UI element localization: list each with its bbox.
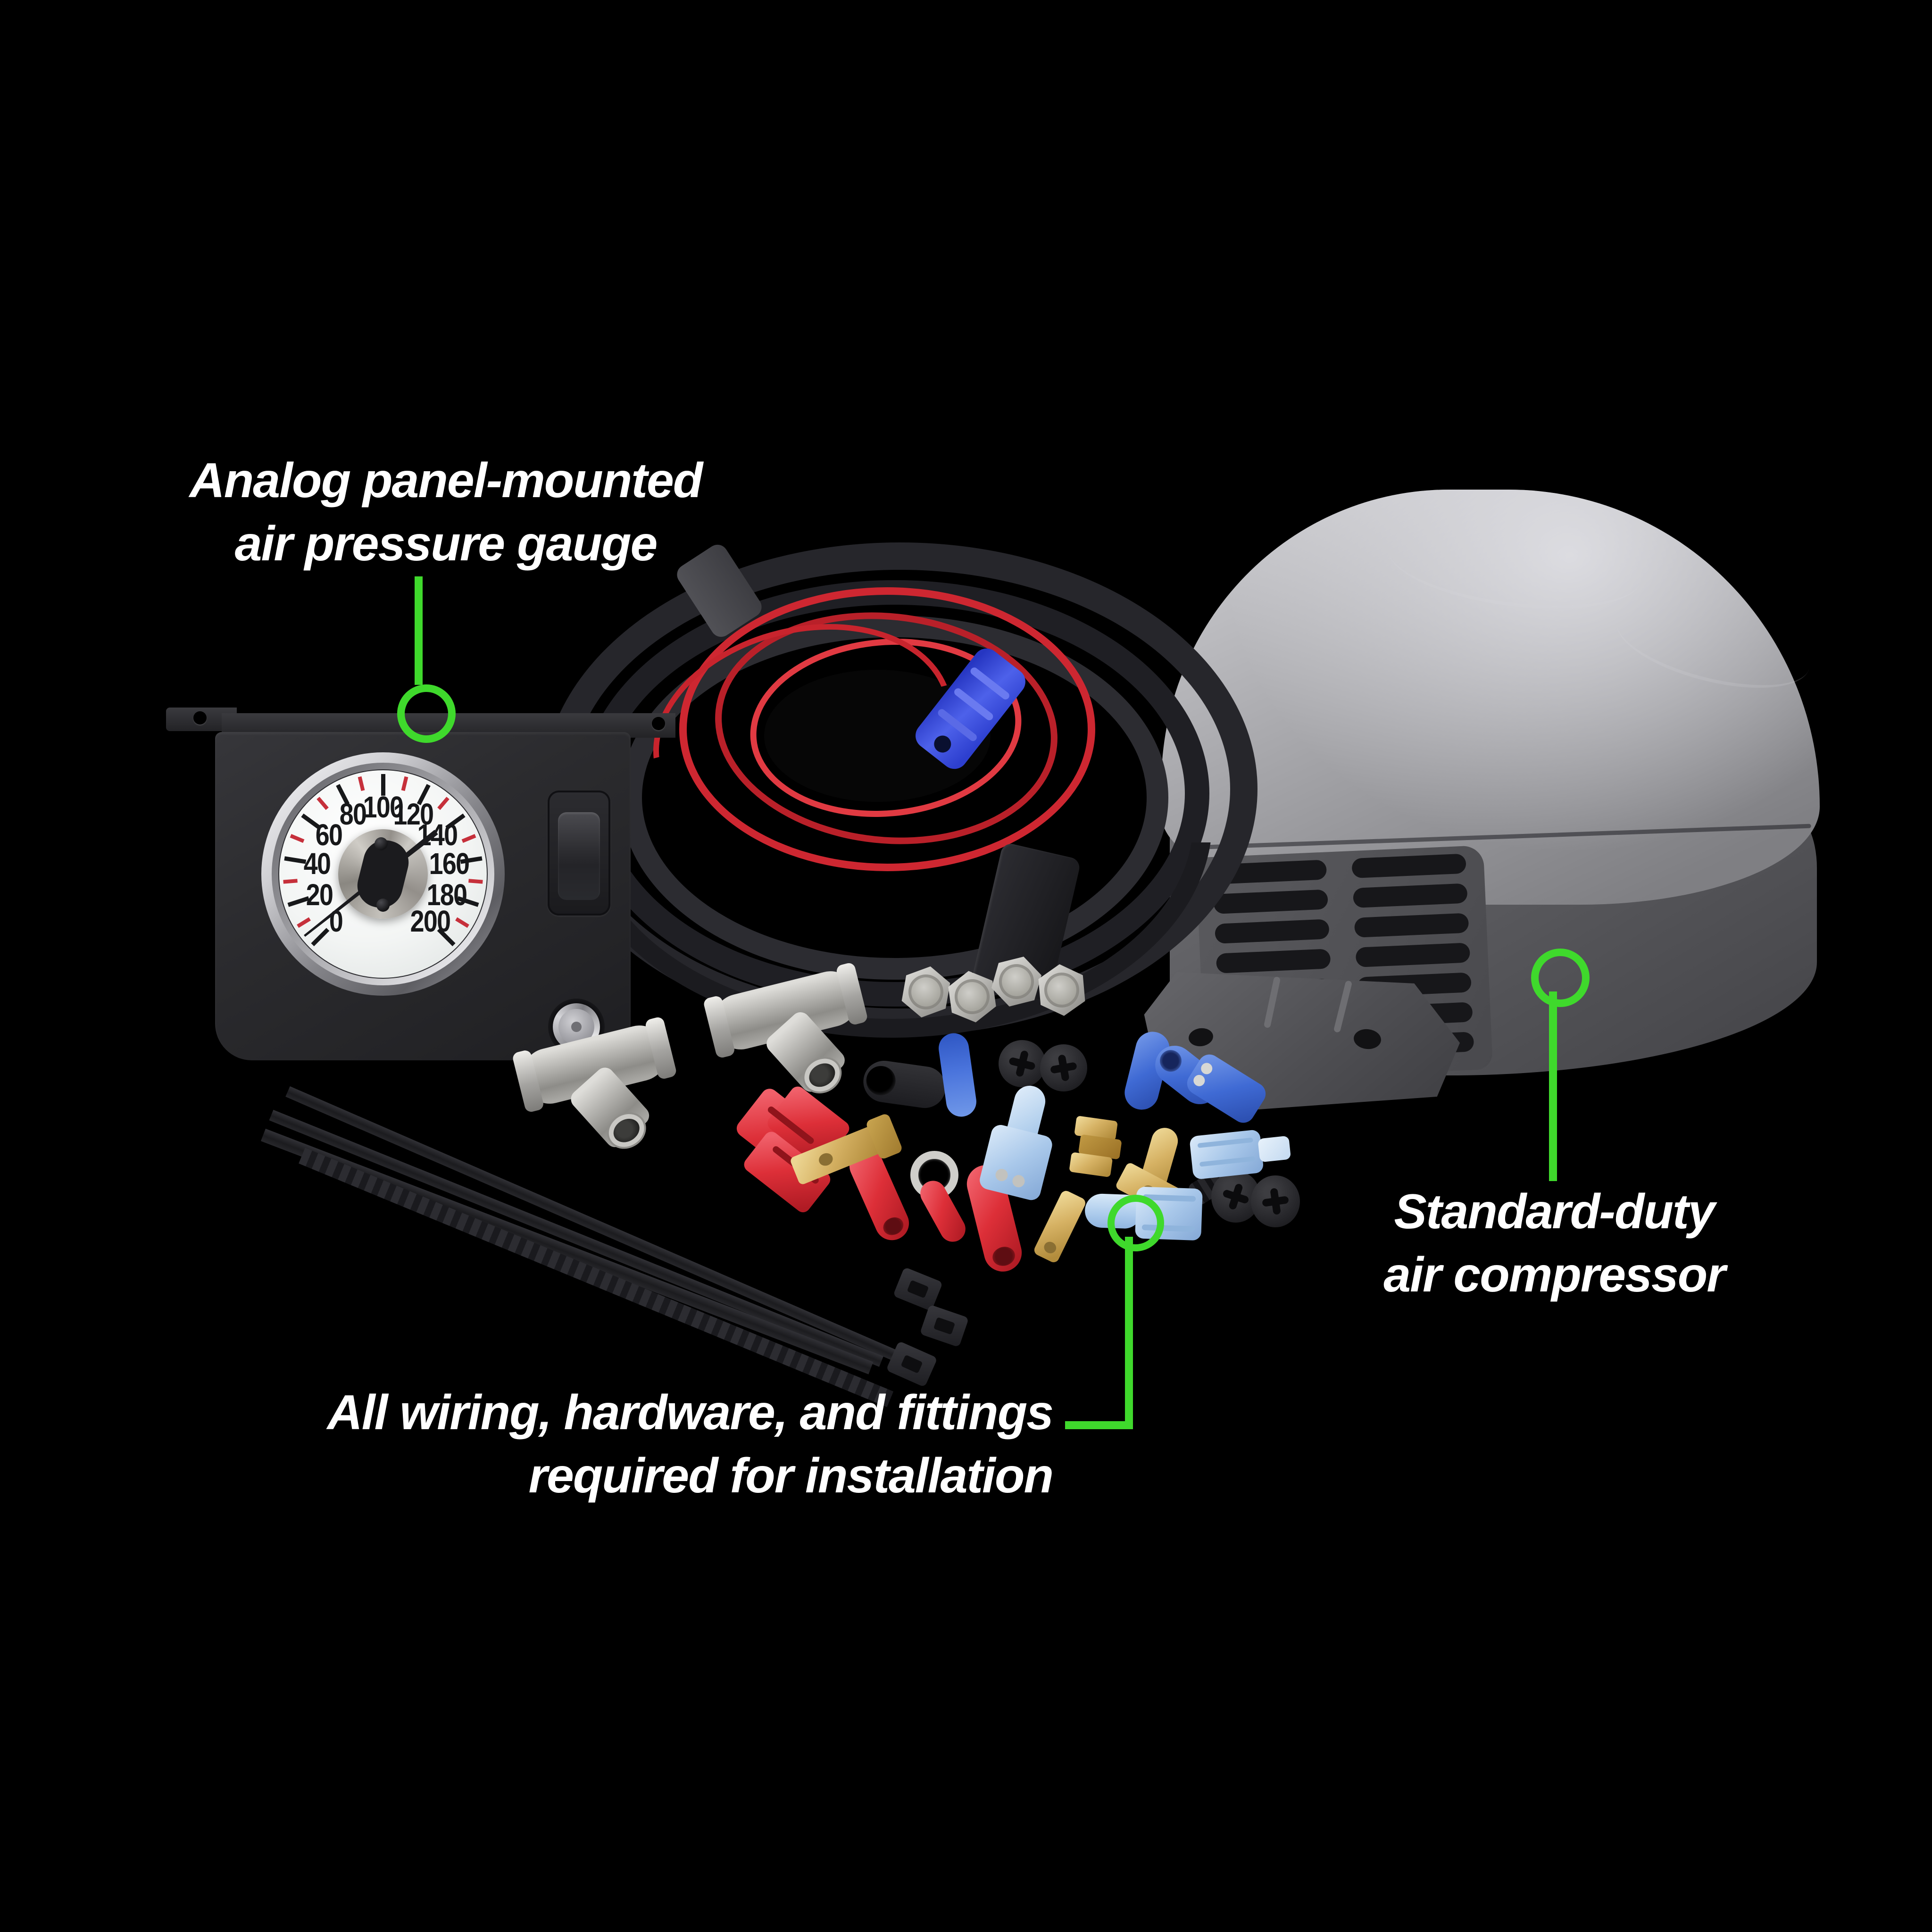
compressor-callout-leader-line [1549, 991, 1557, 1181]
gauge-minor-tick [316, 797, 329, 810]
blue-butt-connector [936, 1031, 979, 1119]
nylon-male-disconnect [1189, 1123, 1297, 1181]
gauge-dial-number: 120 [393, 797, 434, 832]
wiring-callout-ring-icon [1108, 1195, 1164, 1251]
vent-slot [1213, 889, 1328, 914]
zip-tie-head [886, 1341, 938, 1388]
dome-highlight [1161, 490, 1820, 905]
flange-mount-hole [193, 711, 207, 724]
gauge-dial-number: 100 [363, 790, 404, 824]
vent-slot [1215, 919, 1330, 944]
hub-screw [375, 837, 388, 850]
wiring-callout-line1: All wiring, hardware, and fittings [327, 1385, 1054, 1440]
gauge-dial-number: 160 [429, 846, 470, 881]
gauge-dial-number: 140 [417, 817, 458, 852]
wiring-callout-label: All wiring, hardware, and fittings requi… [264, 1381, 1054, 1507]
vent-slot [1351, 853, 1466, 879]
wiring-callout-line2: required for installation [528, 1449, 1054, 1503]
dome-crease-line [1608, 584, 1818, 705]
gauge-minor-tick [455, 917, 469, 928]
gauge-dial-number: 20 [306, 877, 333, 912]
gauge-dial-number: 200 [410, 904, 451, 939]
gauge-dial-number: 60 [315, 817, 343, 852]
gauge-dial-number: 180 [426, 877, 467, 912]
compressor-callout-label: Standard-duty air compressor [1340, 1180, 1769, 1307]
compressor-callout-line1: Standard-duty [1394, 1184, 1715, 1239]
gauge-dial: 020406080100120140160180200 [279, 770, 487, 978]
gauge-minor-tick [401, 776, 408, 791]
gauge-callout-label: Analog panel-mounted air pressure gauge [137, 449, 755, 575]
gauge-major-tick [283, 856, 306, 864]
dome-crease-line [1383, 507, 1647, 622]
compressor-callout-ring-icon [1531, 949, 1590, 1007]
vent-slot [1216, 949, 1331, 974]
rocker-switch-actuator [558, 812, 600, 900]
zip-tie-head [919, 1304, 969, 1348]
gauge-dial-number: 80 [339, 797, 366, 832]
gauge-minor-tick [283, 879, 298, 884]
flange-mount-hole [652, 717, 665, 730]
gauge-callout-ring-icon [397, 684, 456, 743]
hub-screw [376, 899, 390, 912]
gauge-minor-tick [461, 834, 476, 843]
gauge-minor-tick [437, 797, 450, 810]
gauge-callout-line1: Analog panel-mounted [189, 453, 703, 508]
gauge-minor-tick [290, 834, 305, 843]
phillips-screw-head [1040, 1044, 1087, 1091]
vent-slot [1354, 913, 1469, 938]
gauge-minor-tick [468, 879, 483, 884]
wiring-callout-leader-vertical [1125, 1237, 1133, 1429]
gauge-minor-tick [297, 917, 311, 928]
ring-terminal [910, 1151, 976, 1250]
wiring-callout-leader-horizontal [1065, 1421, 1133, 1429]
gauge-callout-leader-line [415, 576, 423, 685]
compressor-callout-line2: air compressor [1383, 1248, 1725, 1302]
phillips-screw-head [1251, 1175, 1300, 1227]
gauge-major-tick [310, 928, 329, 947]
gauge-minor-tick [358, 776, 365, 791]
vent-slot [1353, 883, 1468, 908]
gauge-dial-number: 40 [303, 846, 331, 881]
gauge-callout-line2: air pressure gauge [234, 516, 658, 571]
phillips-screw-head [999, 1040, 1046, 1087]
compressor-dome-cover [1161, 490, 1820, 905]
vent-slot [1355, 942, 1471, 967]
gauge-major-tick [381, 774, 385, 796]
zip-tie-head [892, 1266, 943, 1312]
